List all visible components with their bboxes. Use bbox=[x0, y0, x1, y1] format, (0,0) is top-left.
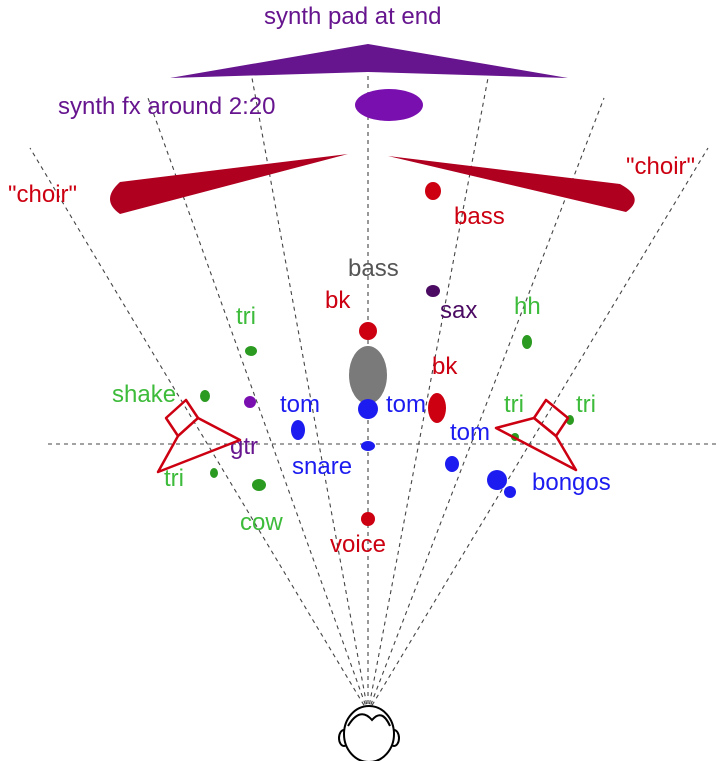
bass-gray-label: bass bbox=[348, 255, 399, 282]
shake-label: shake bbox=[112, 381, 176, 408]
guide-line-far-right bbox=[367, 147, 709, 713]
listener-head-icon bbox=[338, 705, 400, 761]
right-speaker-icon bbox=[494, 398, 578, 472]
bk-right-ellipse bbox=[428, 393, 446, 423]
choir-right-label: "choir" bbox=[626, 153, 695, 180]
bk-left-dot bbox=[359, 322, 377, 340]
voice-dot bbox=[361, 512, 375, 526]
guide-lines bbox=[29, 60, 720, 713]
bongos-small-dot bbox=[504, 486, 516, 498]
tom-left-dot bbox=[291, 420, 305, 440]
guide-line-mid-left bbox=[251, 77, 369, 713]
tri-top-label: tri bbox=[236, 303, 256, 330]
choir-left-shape bbox=[110, 154, 348, 214]
gtr-dot bbox=[244, 396, 256, 408]
bk-right-label: bk bbox=[432, 353, 458, 380]
sax-label: sax bbox=[440, 297, 477, 324]
bongos-label: bongos bbox=[532, 469, 611, 496]
voice-label: voice bbox=[330, 531, 386, 558]
snare-dot bbox=[361, 441, 375, 451]
bongos-large-dot bbox=[487, 470, 507, 490]
tom-left-label: tom bbox=[280, 391, 320, 418]
cow-dot bbox=[252, 479, 266, 491]
tri-right-1-label: tri bbox=[504, 391, 524, 418]
choir-right-shape bbox=[388, 156, 635, 212]
synth-fx-ellipse bbox=[355, 89, 423, 121]
snare-label: snare bbox=[292, 453, 352, 480]
hh-label: hh bbox=[514, 293, 541, 320]
bass-red-label: bass bbox=[454, 203, 505, 230]
guide-line-right bbox=[367, 97, 605, 713]
left-speaker-icon bbox=[156, 398, 242, 474]
tom-right-dot bbox=[445, 456, 459, 472]
hh-dot bbox=[522, 335, 532, 349]
bass-gray-ellipse bbox=[349, 346, 387, 404]
choir-left-label: "choir" bbox=[8, 181, 77, 208]
tri-bottom-dot bbox=[210, 468, 218, 478]
bk-left-label: bk bbox=[325, 287, 351, 314]
tri-bottom-label: tri bbox=[164, 465, 184, 492]
sax-dot bbox=[426, 285, 440, 297]
tom-center-dot bbox=[358, 399, 378, 419]
synth-pad-shape bbox=[170, 44, 568, 78]
tri-top-dot bbox=[245, 346, 257, 356]
synth-fx-label: synth fx around 2:20 bbox=[58, 93, 275, 120]
cow-label: cow bbox=[240, 509, 283, 536]
bass-red-dot bbox=[425, 182, 441, 200]
guide-line-mid-right bbox=[367, 77, 489, 713]
tri-right-2-label: tri bbox=[576, 391, 596, 418]
synth-pad-label: synth pad at end bbox=[264, 3, 441, 30]
guide-line-far-left bbox=[29, 147, 369, 713]
tom-center-label: tom bbox=[386, 391, 426, 418]
shake-dot bbox=[200, 390, 210, 402]
tom-right-label: tom bbox=[450, 419, 490, 446]
